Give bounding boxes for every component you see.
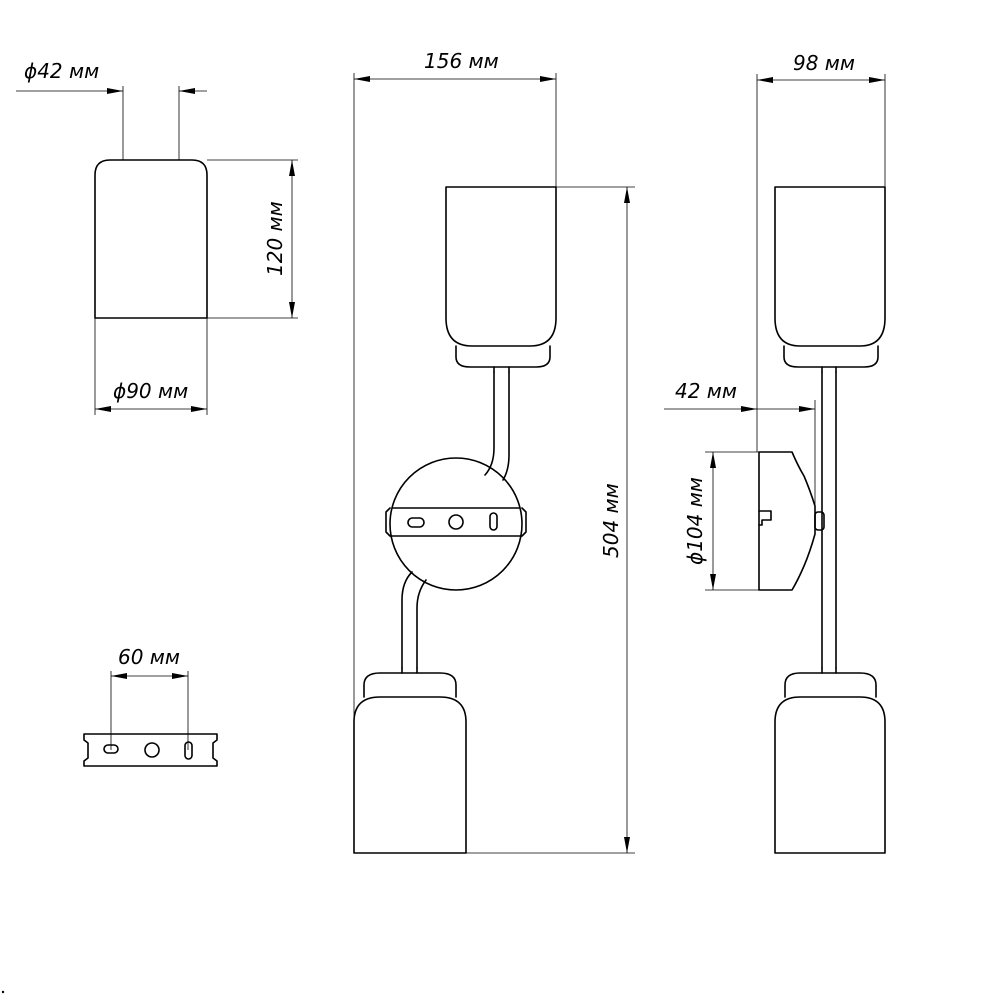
upper-shade-cap [455,345,551,368]
dim-bottom-diameter: ϕ90 мм [113,379,188,403]
shade-outline [94,159,208,319]
front-view: 156 мм 504 мм [353,49,635,854]
upper-shade [445,186,557,347]
dim-top-diameter: ϕ42 мм [24,59,99,83]
side-view: 98 мм 42 мм ϕ104 мм [664,51,886,854]
side-upper-shade [774,186,886,347]
dim-shade-height: 120 мм [263,201,287,276]
lower-shade [353,696,467,854]
shade-detail-view: ϕ42 мм 120 мм ϕ90 мм [16,59,298,415]
upper-arm [484,371,495,476]
dim-wall-offset: 42 мм [675,379,737,403]
bracket-detail-view: 60 мм [83,645,218,767]
lower-shade-cap [363,672,457,698]
side-wall-base [758,451,816,591]
dim-base-diameter: ϕ104 мм [683,477,707,565]
corner-dot [1,990,5,994]
wall-plate [389,457,523,591]
lower-arm [401,571,413,669]
dim-total-width: 156 мм [424,49,499,73]
dim-total-height: 504 мм [599,483,623,558]
side-lower-shade [774,696,886,854]
bracket-plate [83,733,218,767]
dim-bracket-width: 60 мм [118,645,180,669]
dim-side-depth: 98 мм [793,51,855,75]
